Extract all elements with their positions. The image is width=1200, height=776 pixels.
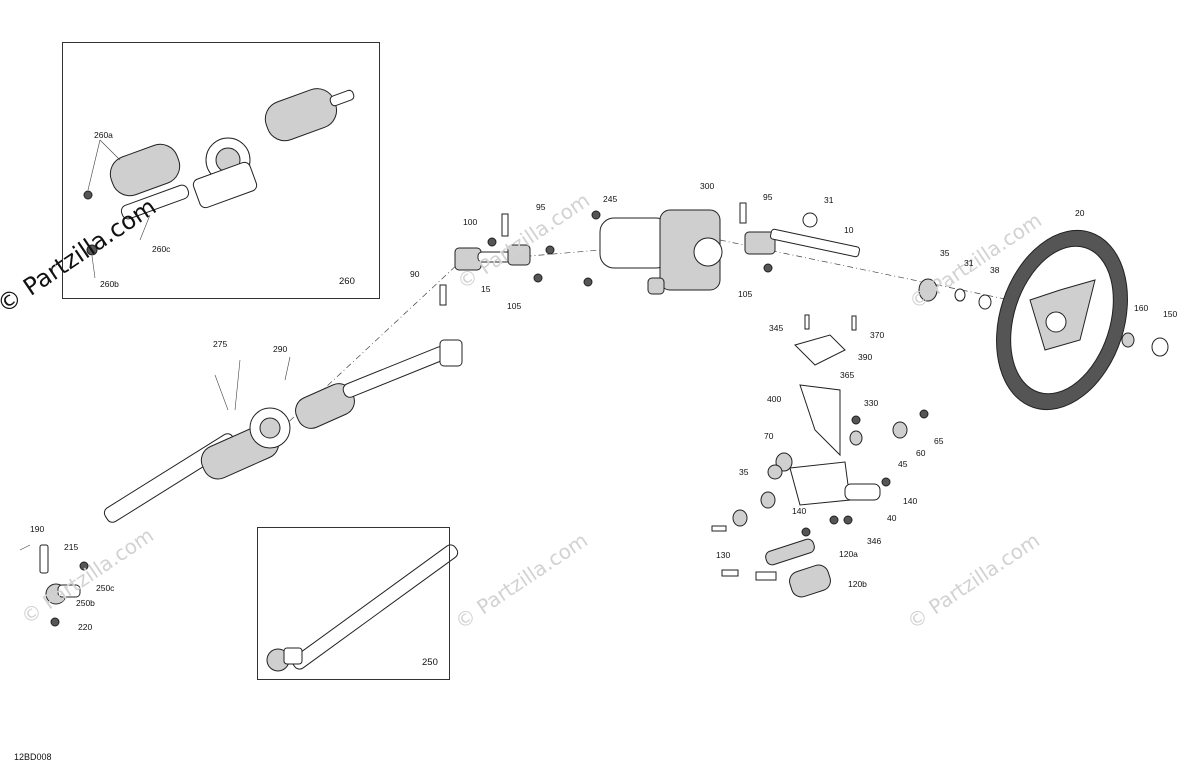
callout-label: 31 [964,258,974,268]
callout-label: 345 [769,323,784,333]
callout-label: 245 [603,194,618,204]
callout-label: 70 [764,431,774,441]
intermediate-shaft-drawing [439,213,555,306]
callout-label: 260c [152,244,171,254]
callout-label: 400 [767,394,782,404]
inset-260-rack-drawing [83,88,355,279]
callout-label: 120a [839,549,858,559]
callout-label: 260b [100,279,119,289]
callout-label: 90 [410,269,420,279]
diagram-code: 12BD008 [14,752,52,762]
callout-label: 300 [700,181,715,191]
callout-label: 250b [76,598,95,608]
steering-rack-drawing [103,339,463,523]
callout-label: 346 [867,536,882,546]
callout-label: 105 [738,289,753,299]
callout-label: 35 [739,467,749,477]
callout-label: 190 [30,524,45,534]
steering-wheel-drawing [918,229,1169,411]
callout-label: 140 [903,496,918,506]
callout-label: 38 [990,265,1000,275]
callout-label: 65 [934,436,944,446]
tie-rod-end-drawing [19,544,89,627]
callout-label: 390 [858,352,873,362]
callout-label: 275 [213,339,228,349]
callout-label: 45 [898,459,908,469]
callout-label: 15 [481,284,491,294]
inset-caption-250: 250 [422,657,438,668]
callout-label: 330 [864,398,879,408]
callout-label: 250c [96,583,115,593]
inset-250-tierod-drawing [266,544,459,672]
eps-unit-drawing [583,209,723,295]
callout-label: 290 [273,344,288,354]
callout-label: 160 [1134,303,1149,313]
upper-shaft-drawing [739,202,860,273]
callout-label: 365 [840,370,855,380]
callout-label: 150 [1163,309,1178,319]
inset-box-260: 260 [62,42,380,299]
inset-box-250: 250 [257,527,450,680]
callout-label: 31 [824,195,834,205]
callout-label: 40 [887,513,897,523]
callout-label: 100 [463,217,478,227]
callout-label: 95 [763,192,773,202]
callout-label: 105 [507,301,522,311]
inset-caption-260: 260 [339,276,355,287]
callout-label: 95 [536,202,546,212]
callout-label: 35 [940,248,950,258]
tilt-bracket-drawing [711,314,929,598]
callout-label: 260a [94,130,113,140]
callout-label: 140 [792,506,807,516]
callout-label: 220 [78,622,93,632]
callout-label: 60 [916,448,926,458]
callout-label: 120b [848,579,867,589]
callout-label: 10 [844,225,854,235]
callout-label: 20 [1075,208,1085,218]
callout-label: 215 [64,542,79,552]
callout-label: 370 [870,330,885,340]
callout-label: 130 [716,550,731,560]
